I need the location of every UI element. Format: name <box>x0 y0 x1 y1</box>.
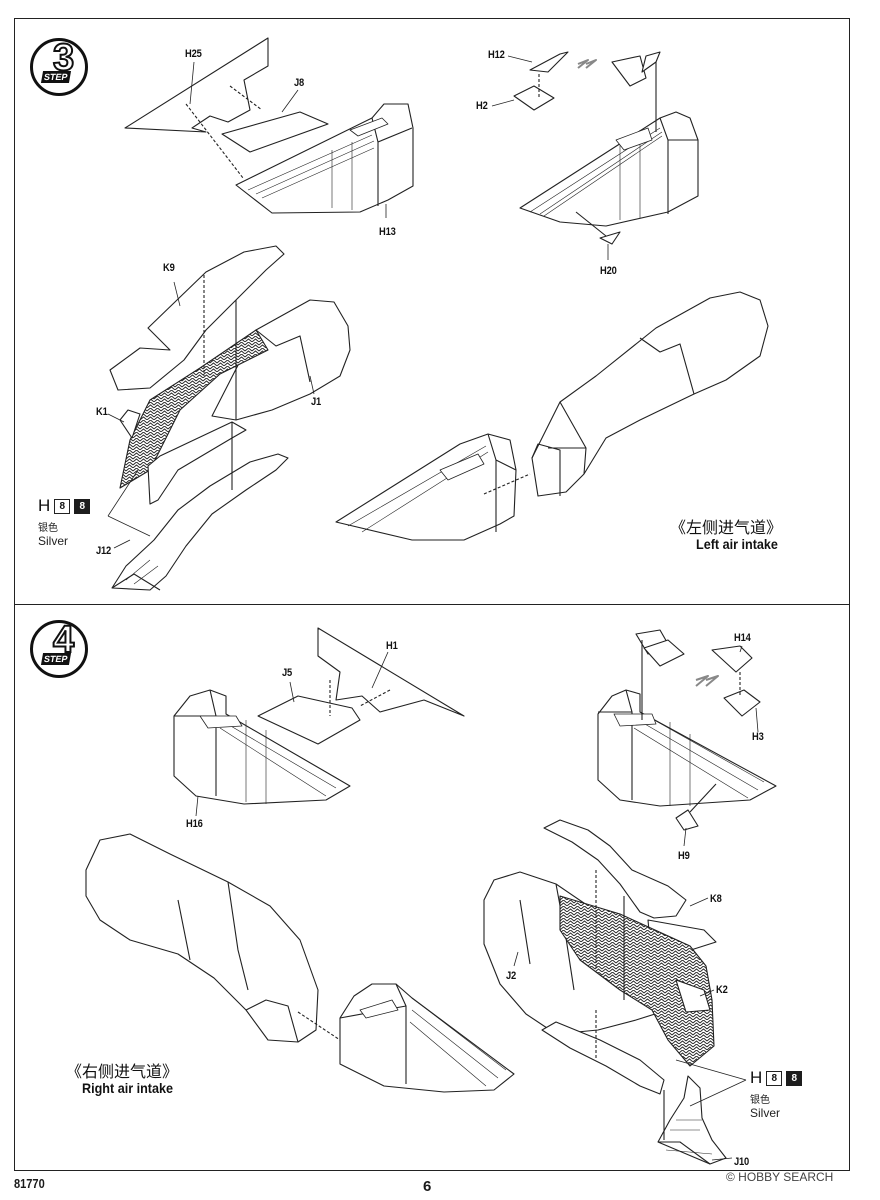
step3-title-en: Left air intake <box>696 536 778 552</box>
step4-side-assembly-a <box>173 627 465 805</box>
step3-left-intake-assembled <box>335 291 769 541</box>
part-label-h1: H1 <box>386 640 398 652</box>
part-label-j2: J2 <box>506 970 517 982</box>
step4-badge: 4 STEP <box>30 618 88 678</box>
paint-name-en: Silver <box>750 1106 781 1120</box>
paint-code-a: 8 <box>766 1070 783 1086</box>
part-label-h12: H12 <box>488 49 505 61</box>
part-label-k9: K9 <box>163 262 175 274</box>
part-label-k8: K8 <box>710 893 722 905</box>
step4-right-intake-assembled <box>85 833 515 1093</box>
step3-side-assembly-a <box>124 37 414 214</box>
part-label-j1: J1 <box>311 396 322 408</box>
part-label-k2: K2 <box>716 984 728 996</box>
paint-name-cn: 银色 <box>38 523 58 534</box>
page-number: 6 <box>423 1178 432 1195</box>
step4-title-en: Right air intake <box>82 1080 174 1096</box>
part-label-h13: H13 <box>379 226 396 238</box>
paint-brand-letter: H <box>750 1068 763 1087</box>
step3-badge: 3 STEP <box>30 36 88 96</box>
paint-code-b: 8 <box>74 498 91 514</box>
label-leader-lines <box>107 55 759 1161</box>
step4-title-cn: 《右侧进气道》 <box>66 1062 179 1081</box>
step3-left-intake-exploded <box>109 245 351 591</box>
paint-code-a: 8 <box>54 498 71 514</box>
part-label-k1: K1 <box>96 406 108 418</box>
part-label-j12: J12 <box>96 545 112 557</box>
paint-brand-letter: H <box>38 496 51 515</box>
step3-word: STEP <box>40 71 71 83</box>
step4-side-assembly-b <box>597 629 777 831</box>
watermark-text: © HOBBY SEARCH <box>726 1170 834 1184</box>
part-label-j5: J5 <box>282 667 293 679</box>
step4-word: STEP <box>40 653 71 665</box>
part-label-h16: H16 <box>186 818 203 830</box>
paint-name-en: Silver <box>38 534 69 548</box>
step3-paint-callout: H 8 8 银色 Silver <box>38 496 91 548</box>
part-label-h14: H14 <box>734 632 751 644</box>
step4-paint-callout: H 8 8 银色 Silver <box>750 1068 803 1120</box>
part-label-j10: J10 <box>734 1156 750 1168</box>
part-label-h3: H3 <box>752 731 764 743</box>
product-code: 81770 <box>14 1176 45 1191</box>
step4-right-intake-exploded <box>483 819 727 1165</box>
step3-side-assembly-b <box>513 51 699 245</box>
part-label-j8: J8 <box>294 77 305 89</box>
paint-name-cn: 银色 <box>750 1095 770 1106</box>
part-label-h20: H20 <box>600 265 617 277</box>
part-label-h25: H25 <box>185 48 202 60</box>
step4-number: 4 <box>52 618 75 662</box>
step-divider <box>14 604 850 605</box>
step3-title-cn: 《左侧进气道》 <box>670 518 783 537</box>
part-label-h9: H9 <box>678 850 690 862</box>
page-frame <box>14 18 850 1171</box>
step3-number: 3 <box>52 36 75 80</box>
paint-code-b: 8 <box>786 1070 803 1086</box>
part-label-h2: H2 <box>476 100 488 112</box>
